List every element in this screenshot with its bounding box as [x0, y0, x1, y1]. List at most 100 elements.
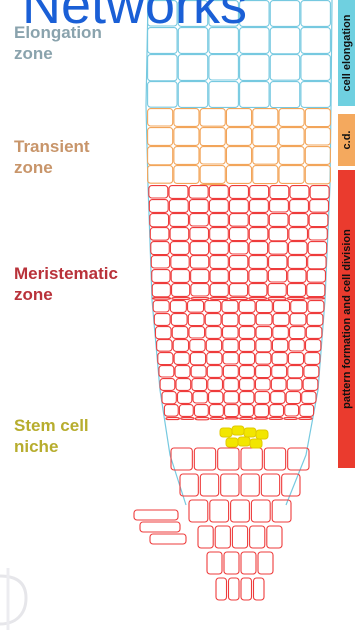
meristem-cell — [150, 214, 169, 227]
meristem-cell — [269, 256, 287, 269]
root-cap-cell — [264, 448, 285, 470]
meristem-cell — [225, 418, 239, 419]
meristem-cell — [170, 301, 186, 313]
meristem-cell — [273, 327, 289, 339]
meristem-cell — [189, 186, 208, 199]
meristem-cell — [270, 200, 289, 212]
root-cap-cell — [254, 578, 265, 600]
meristem-cell — [164, 405, 178, 417]
meristem-cell — [288, 256, 306, 269]
meristem-cell — [289, 340, 304, 351]
meristem-cell — [210, 284, 228, 297]
meristem-cell — [256, 366, 271, 378]
figure-title: Networks — [22, 0, 247, 32]
stem-cell — [250, 439, 262, 448]
meristem-cell — [210, 242, 228, 255]
meristem-cells — [149, 186, 329, 420]
meristem-cell — [256, 314, 272, 325]
meristem-cell — [289, 228, 308, 241]
meristem-cell — [304, 366, 319, 378]
meristem-cell — [273, 314, 289, 326]
elongation-cell — [240, 55, 269, 81]
meristem-cell — [153, 301, 169, 312]
meristem-cell — [190, 353, 205, 365]
meristem-cell — [269, 214, 288, 227]
meristem-cell — [256, 340, 271, 352]
meristem-cell — [302, 392, 316, 404]
label-meristematic-zone: Meristematic zone — [14, 263, 149, 305]
bar-cd-label: c.d. — [341, 131, 353, 150]
meristem-cell — [308, 301, 324, 313]
meristem-cell — [160, 379, 175, 391]
meristem-cell — [209, 186, 228, 199]
meristem-cell — [268, 270, 286, 282]
elongation-cell — [240, 82, 269, 108]
meristem-cell — [229, 214, 248, 227]
elongation-cell — [270, 28, 299, 54]
elongation-cell — [270, 55, 299, 81]
transient-cell — [200, 147, 225, 164]
meristem-cell — [309, 214, 328, 227]
meristem-cell — [307, 314, 323, 326]
meristem-cell — [289, 242, 307, 255]
meristem-cell — [195, 418, 209, 420]
meristem-cell — [308, 256, 326, 269]
meristem-cell — [224, 379, 239, 391]
meristem-cell — [169, 200, 188, 213]
root-cap-cell — [210, 500, 229, 522]
meristem-cell — [162, 392, 176, 404]
meristem-cell — [299, 418, 313, 420]
meristem-cell — [256, 353, 271, 365]
meristem-cell — [290, 186, 309, 199]
meristem-cell — [229, 228, 248, 241]
root-cap-cell — [251, 500, 270, 522]
meristem-cell — [189, 327, 205, 338]
meristem-cell — [222, 314, 238, 326]
elongation-cell — [301, 28, 330, 54]
meristem-cell — [149, 186, 168, 198]
root-cap-cells — [134, 448, 309, 600]
root-right-edge — [286, 0, 332, 505]
meristem-cell — [249, 228, 268, 241]
meristem-cell — [306, 327, 322, 339]
root-cap-cell — [272, 500, 291, 522]
root-cap-cell — [194, 448, 215, 470]
meristem-cell — [223, 327, 239, 339]
transient-cell — [226, 147, 251, 165]
bar-cd: c.d. — [338, 114, 355, 166]
stem-cell — [244, 428, 256, 437]
bar-cell-elongation-label: cell elongation — [341, 14, 353, 91]
meristem-cell — [240, 379, 255, 391]
transient-cell — [279, 166, 304, 184]
meristem-cell — [300, 405, 314, 417]
transient-cell — [253, 128, 278, 146]
meristem-cell — [229, 256, 247, 269]
meristem-cell — [229, 186, 248, 199]
meristem-cell — [286, 392, 300, 404]
elongation-cell — [148, 55, 177, 81]
meristem-cell — [225, 405, 239, 417]
transient-cell — [253, 109, 278, 127]
meristem-cell — [205, 301, 221, 313]
meristem-cell — [289, 214, 308, 227]
root-cap-cell — [241, 448, 262, 470]
meristem-cell — [240, 418, 254, 420]
root-cap-cell — [224, 552, 239, 574]
meristem-cell — [290, 314, 306, 326]
root-cap-cell — [200, 474, 218, 496]
meristem-cell — [306, 340, 321, 352]
root-cap-cell — [241, 552, 256, 574]
meristem-cell — [287, 284, 305, 297]
meristem-cell — [288, 353, 303, 365]
meristem-cell — [205, 314, 221, 326]
meristem-cell — [288, 366, 303, 378]
meristem-cell — [229, 242, 247, 254]
meristem-cell — [188, 314, 204, 326]
transient-cell — [174, 109, 199, 127]
bar-pattern-formation-label: pattern formation and cell division — [341, 229, 353, 409]
transient-cell — [279, 109, 304, 127]
meristem-cell — [152, 270, 170, 283]
meristem-cell — [207, 353, 222, 365]
meristem-cell — [291, 301, 307, 313]
